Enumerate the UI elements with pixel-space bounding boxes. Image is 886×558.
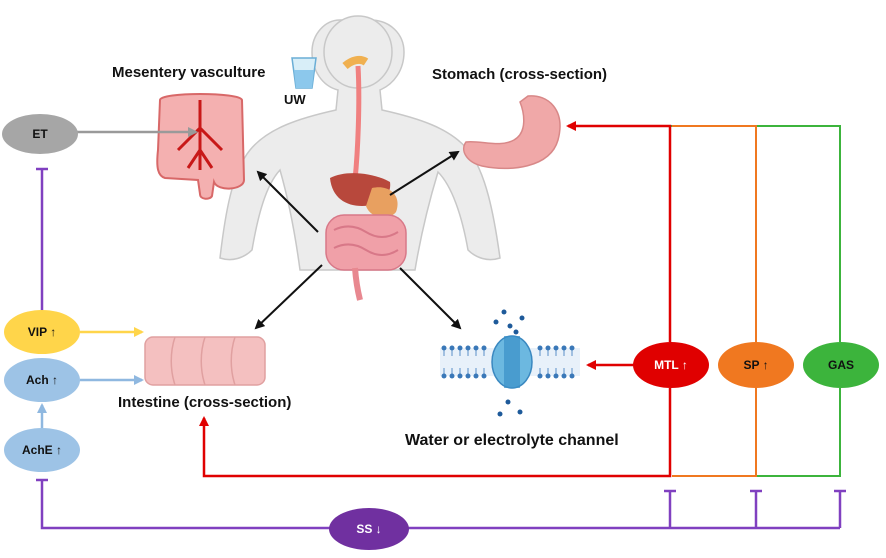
esophagus-illustration	[342, 55, 369, 181]
abdominal-organs-illustration	[325, 173, 407, 301]
water-glass-icon	[291, 57, 317, 89]
ss-node: SS ↓	[329, 508, 409, 550]
mtl-lines	[199, 121, 672, 478]
et-node: ET	[2, 114, 78, 154]
membrane-channel-illustration	[440, 309, 580, 417]
gas-node: GAS	[803, 342, 879, 388]
ache-node: AchE ↑	[4, 428, 80, 472]
sp-node: SP ↑	[718, 342, 794, 388]
sp-lines	[672, 125, 757, 477]
mesentery-vasculature-illustration	[156, 93, 246, 200]
stomach-illustration	[462, 95, 561, 170]
gas-lines	[668, 125, 841, 477]
stomach-label: Stomach (cross-section)	[432, 66, 608, 83]
vip-node: VIP ↑	[4, 310, 80, 354]
mesentery-label: Mesentery vasculture	[112, 64, 266, 81]
channel-label: Water or electrolyte channel	[405, 432, 619, 449]
uw-label: UW	[284, 92, 306, 107]
ach-node: Ach ↑	[4, 358, 80, 402]
ss-inhibition-lines	[36, 478, 846, 530]
intestine-label: Intestine (cross-section)	[118, 394, 292, 411]
intestine-illustration	[144, 336, 266, 386]
organ-arrows	[254, 150, 462, 330]
mtl-node: MTL ↑	[633, 342, 709, 388]
